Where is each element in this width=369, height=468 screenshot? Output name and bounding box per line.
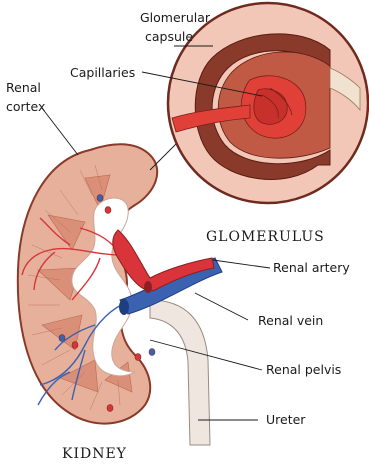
label-renal-vein: Renal vein	[258, 313, 323, 328]
label-ureter: Ureter	[266, 412, 306, 427]
label-renal-artery: Renal artery	[273, 260, 350, 275]
label-glomerular-capsule-2: capsule	[145, 29, 193, 44]
renal-vein-opening	[119, 299, 129, 315]
ureter	[150, 300, 210, 445]
caption-kidney: KIDNEY	[62, 446, 127, 462]
label-renal-cortex-2: cortex	[6, 99, 45, 114]
kidney	[18, 144, 157, 423]
label-capillaries: Capillaries	[70, 65, 135, 80]
label-renal-pelvis: Renal pelvis	[266, 362, 341, 377]
renal-artery-opening	[144, 281, 152, 293]
label-renal-cortex-1: Renal	[6, 80, 41, 95]
label-glomerular-capsule-1: Glomerular	[140, 10, 211, 25]
caption-glomerulus: GLOMERULUS	[206, 229, 325, 245]
